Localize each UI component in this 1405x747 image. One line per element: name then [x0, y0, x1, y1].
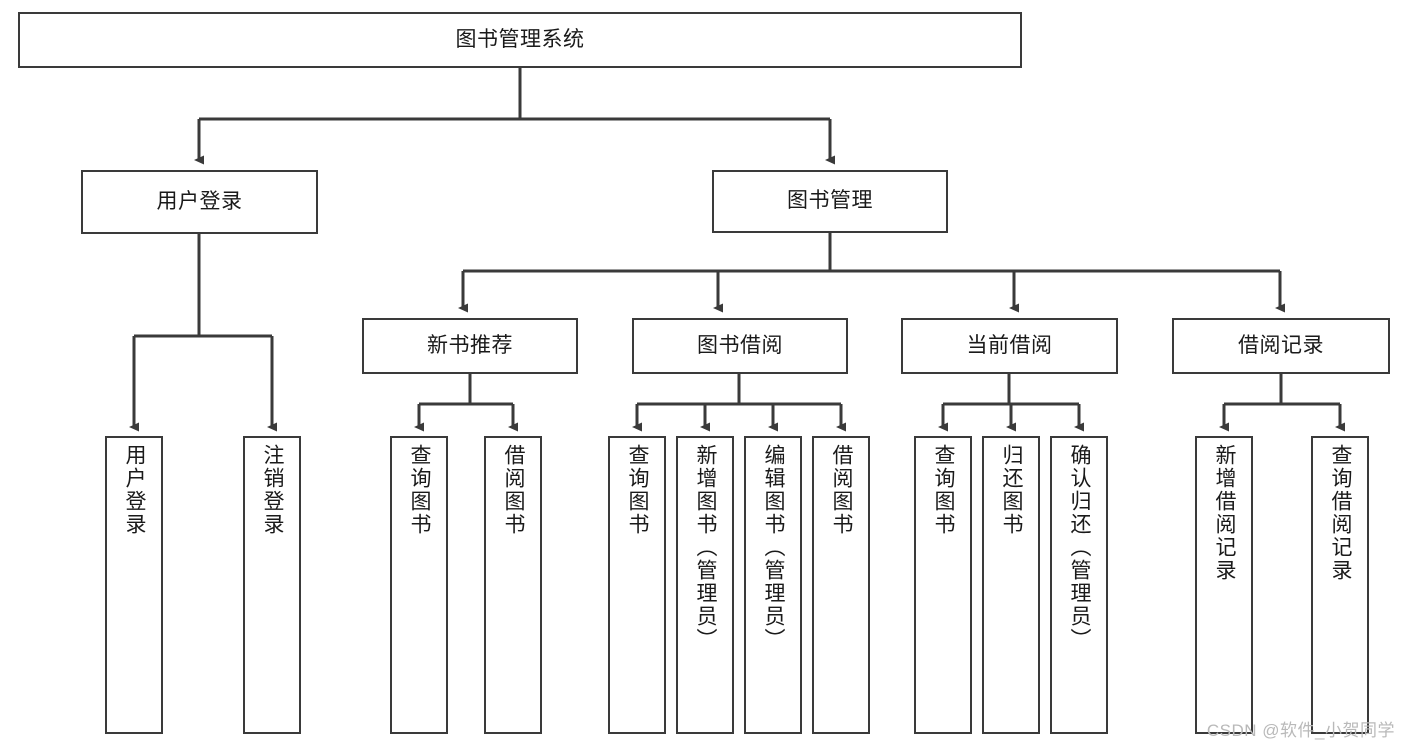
leaf-new-book-borrow-book[interactable]: 借阅图书: [484, 436, 542, 734]
node-label: 查询借阅记录: [1329, 444, 1353, 582]
node-new-book-recommend[interactable]: 新书推荐: [362, 318, 578, 374]
edge-root-to-level1: [194, 68, 835, 165]
node-label: 借阅记录: [1238, 333, 1324, 357]
node-user-login[interactable]: 用户登录: [81, 170, 318, 234]
leaf-user-login-login[interactable]: 用户登录: [105, 436, 163, 734]
node-label: 图书管理: [787, 189, 873, 213]
node-label: 查询图书: [932, 444, 956, 536]
node-label: 编辑图书（管理员）: [762, 444, 786, 651]
edge-current-borrow-to-leaves: [938, 374, 1084, 432]
node-label: 确认归还（管理员）: [1068, 444, 1092, 651]
leaf-current-borrow-return-book[interactable]: 归还图书: [982, 436, 1040, 734]
edge-book-borrow-to-leaves: [632, 374, 846, 432]
leaf-current-borrow-query-book[interactable]: 查询图书: [914, 436, 972, 734]
node-borrow-record[interactable]: 借阅记录: [1172, 318, 1390, 374]
node-label: 注销登录: [261, 444, 285, 536]
node-label: 查询图书: [408, 444, 432, 536]
node-book-management[interactable]: 图书管理: [712, 170, 948, 233]
leaf-borrow-record-query-record[interactable]: 查询借阅记录: [1311, 436, 1369, 734]
edge-new-book-to-leaves: [414, 374, 518, 432]
node-label: 用户登录: [123, 444, 147, 536]
node-label: 借阅图书: [830, 444, 854, 536]
leaf-borrow-record-add-record[interactable]: 新增借阅记录: [1195, 436, 1253, 734]
leaf-current-borrow-confirm-return-admin[interactable]: 确认归还（管理员）: [1050, 436, 1108, 734]
leaf-book-borrow-borrow-book[interactable]: 借阅图书: [812, 436, 870, 734]
node-label: 新增图书（管理员）: [694, 444, 718, 651]
leaf-book-borrow-query-book[interactable]: 查询图书: [608, 436, 666, 734]
leaf-new-book-query-book[interactable]: 查询图书: [390, 436, 448, 734]
node-label: 新书推荐: [427, 333, 513, 357]
node-label: 图书借阅: [697, 333, 783, 357]
node-label: 归还图书: [1000, 444, 1024, 536]
node-root-book-management-system[interactable]: 图书管理系统: [18, 12, 1022, 68]
node-label: 新增借阅记录: [1213, 444, 1237, 582]
edge-book-manage-to-level2: [458, 233, 1285, 313]
edge-user-login-to-leaves: [129, 234, 277, 432]
leaf-user-login-logout[interactable]: 注销登录: [243, 436, 301, 734]
leaf-book-borrow-add-book-admin[interactable]: 新增图书（管理员）: [676, 436, 734, 734]
node-label: 用户登录: [156, 189, 243, 213]
node-label: 图书管理系统: [455, 27, 585, 51]
node-label: 查询图书: [626, 444, 650, 536]
node-label: 当前借阅: [966, 333, 1053, 357]
edge-borrow-record-to-leaves: [1219, 374, 1345, 432]
leaf-book-borrow-edit-book-admin[interactable]: 编辑图书（管理员）: [744, 436, 802, 734]
node-current-borrow[interactable]: 当前借阅: [901, 318, 1118, 374]
node-book-borrow[interactable]: 图书借阅: [632, 318, 848, 374]
node-label: 借阅图书: [502, 444, 526, 536]
